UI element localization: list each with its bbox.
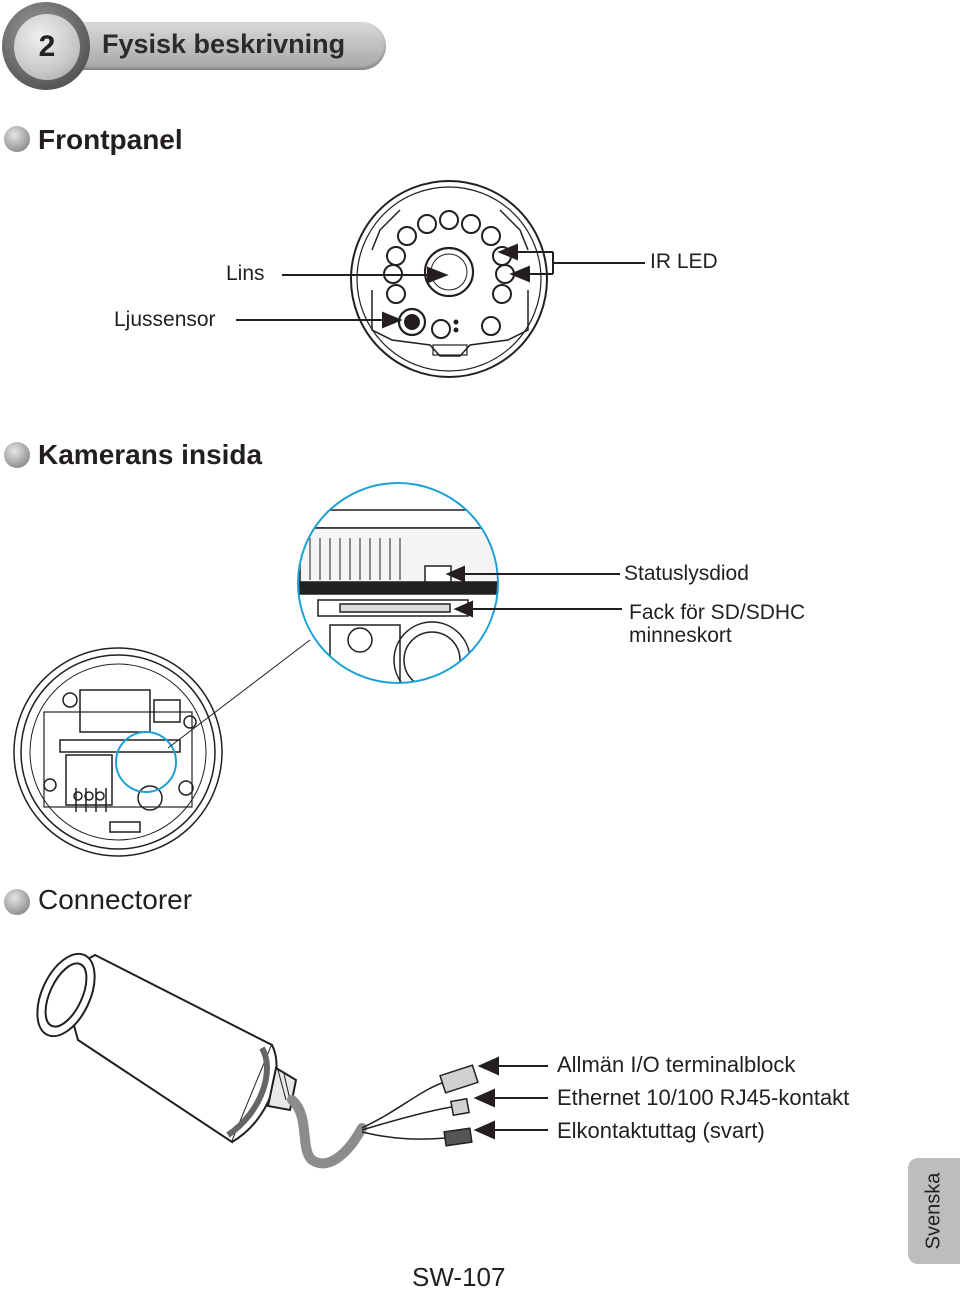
- chapter-number-badge-inner: [14, 14, 80, 80]
- label-sd-slot-line2: minneskort: [629, 624, 732, 647]
- section-title-frontpanel: Frontpanel: [38, 124, 183, 155]
- section-bullet-icon: [4, 126, 30, 152]
- label-lens: Lins: [226, 262, 265, 285]
- section-title-inside: Kamerans insida: [38, 439, 263, 470]
- chapter-title: Fysisk beskrivning: [102, 29, 346, 59]
- cable: [287, 1095, 367, 1169]
- section-bullet-icon: [4, 442, 30, 468]
- label-status-led: Statuslysdiod: [624, 562, 749, 585]
- chapter-header-bar: [56, 22, 386, 70]
- label-ethernet: Ethernet 10/100 RJ45-kontakt: [557, 1085, 850, 1110]
- language-tab-text: Svenska: [922, 1172, 945, 1250]
- section-bullet-icon: [4, 889, 30, 915]
- label-ir-led: IR LED: [650, 250, 718, 273]
- model-number: SW-107: [412, 1262, 506, 1292]
- language-tab-label: Svenska: [908, 1158, 960, 1264]
- chapter-number: 2: [38, 30, 56, 63]
- label-power: Elkontaktuttag (svart): [557, 1118, 765, 1143]
- label-sd-slot-line1: Fack för SD/SDHC: [629, 601, 806, 624]
- section-title-connectors: Connectorer: [38, 884, 193, 915]
- label-light-sensor: Ljussensor: [114, 308, 216, 331]
- language-tab: [908, 1158, 960, 1264]
- label-io-block: Allmän I/O terminalblock: [557, 1052, 796, 1077]
